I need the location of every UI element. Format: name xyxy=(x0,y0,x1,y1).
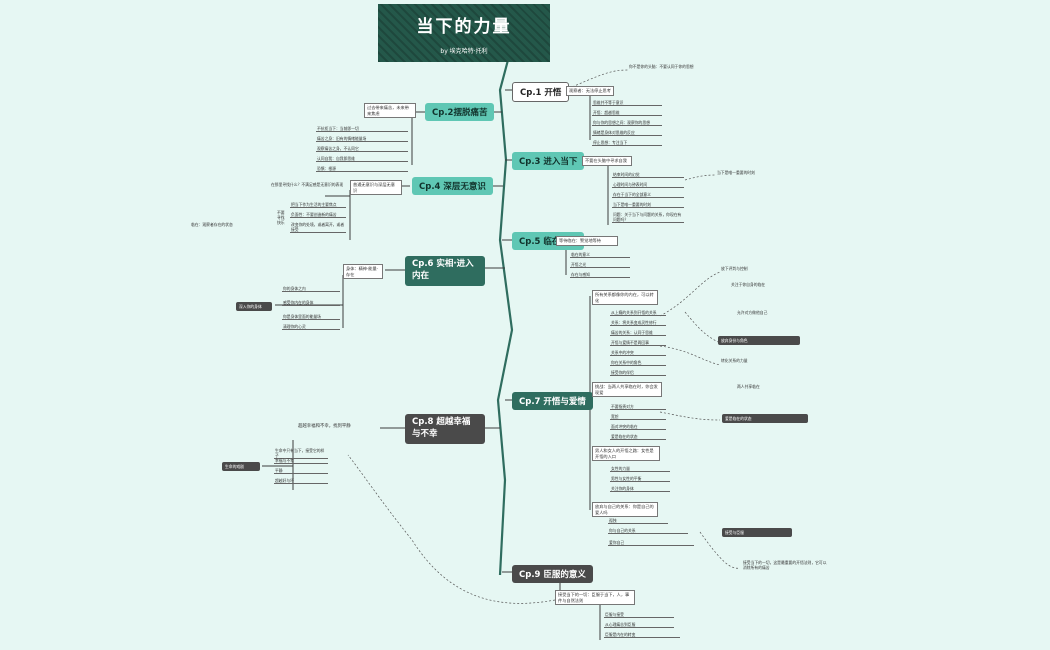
chapter-cp8[interactable]: Cp.8 超越幸福与不幸 xyxy=(405,414,485,444)
cp7-item: 男性与女性的平衡 xyxy=(610,476,670,483)
cp7-item: 不要指责对方 xyxy=(610,404,666,411)
cp7-note: 两人共享临在 xyxy=(737,384,760,389)
cp7-self-node[interactable]: 放弃与自己的关系：你是自己的爱人吗 xyxy=(592,502,658,518)
cp9-main-node[interactable]: 接受当下的一切：臣服于当下，人，事件与自然法则 xyxy=(555,590,635,606)
cp1-item: 思维并不等于意识 xyxy=(592,100,662,107)
cp7-item: 你与自己的关系 xyxy=(608,528,688,535)
cp1-note: 你不是你的头脑：不要认同于你的思想 xyxy=(629,64,694,69)
map-title-banner: 当下的力量 by 埃克哈特·托利 xyxy=(378,4,550,62)
cp1-item: 停止思想：专注当下 xyxy=(592,140,662,147)
cp4-note-dot: 不要寻找快乐 xyxy=(277,210,285,226)
cp7-item: 宽恕 xyxy=(610,414,666,421)
cp2-item: 痛苦之身：旧有的情绪能量场 xyxy=(316,136,408,143)
cp1-item: 开悟：超越思维 xyxy=(592,110,662,117)
cp2-item: 恐惧：根源 xyxy=(316,166,408,173)
cp7-gender-node[interactable]: 男人和女人的开悟之路：女性是开悟的入口 xyxy=(592,446,660,462)
cp5-main-node[interactable]: 等待临在：警觉地等待 xyxy=(556,236,618,246)
cp7-item: 面对冲突的临在 xyxy=(610,424,666,431)
cp7-highlight: 爱是临在的状态 xyxy=(722,414,808,424)
cp4-item: 负面性：不要创造新的痛苦 xyxy=(290,212,346,219)
cp7-item: 孤独 xyxy=(608,518,668,525)
chapter-cp3[interactable]: Cp.3 进入当下 xyxy=(512,152,585,170)
cp9-item: 从心理痛苦到臣服 xyxy=(604,622,674,629)
chapter-cp1[interactable]: Cp.1 开悟 xyxy=(512,82,570,102)
cp4-item: 改变你的处境，或者离开，或者接受 xyxy=(290,222,346,234)
cp8-side-node[interactable]: 生命的戏剧 xyxy=(222,462,260,472)
cp1-item: 你与你的思想之间：观察你的思想 xyxy=(592,120,662,127)
cp4-note: 在那里寻找什么？不满足感是无意识的表现 xyxy=(271,182,344,187)
cp2-item: 观察痛苦之身，不认同它 xyxy=(316,146,408,153)
cp7-highlight: 接受与臣服 xyxy=(722,528,792,538)
cp7-item: 开悟与爱情不是两回事 xyxy=(610,340,666,347)
chapter-cp9[interactable]: Cp.9 臣服的意义 xyxy=(512,565,593,583)
cp7-item: 关系中的冲突 xyxy=(610,350,666,357)
cp7-item: 痛苦的关系：认同于思维 xyxy=(610,330,666,337)
cp7-main-node[interactable]: 所有关系都像你的内在，可以转化 xyxy=(592,290,658,306)
cp7-item: 关注你的身体 xyxy=(610,486,670,493)
map-title: 当下的力量 xyxy=(416,17,512,37)
chapter-cp7[interactable]: Cp.7 开悟与爱情 xyxy=(512,392,593,410)
cp7-note: 关注于你自身的临在 xyxy=(731,282,766,287)
cp9-item: 臣服与接受 xyxy=(604,612,674,619)
cp7-note: 允许对方做他自己 xyxy=(737,310,768,315)
cp3-main-node[interactable]: 不要在头脑中寻求自我 xyxy=(582,156,632,166)
cp7-item: 爱是临在的状态 xyxy=(610,434,666,441)
cp7-item: 关系：将关系变成灵性修行 xyxy=(610,320,666,327)
cp5-item: 临在的意义 xyxy=(570,252,630,259)
cp1-main-node[interactable]: 观察者：无法停止思考 xyxy=(566,86,614,96)
cp3-item: 问题：关于当下与问题的关系，你现在有问题吗？ xyxy=(612,212,684,224)
cp4-item: 把当下作为生活的主要焦点 xyxy=(290,202,346,209)
chapter-cp2[interactable]: Cp.2摆脱痛苦 xyxy=(425,103,495,121)
cp4-note: 临在：观察者存在的状态 xyxy=(191,222,233,227)
cp9-item: 臣服是内在的转变 xyxy=(604,632,680,639)
cp2-item: 认同自我：自我即思维 xyxy=(316,156,408,163)
cp1-item: 情绪是身体对思维的反应 xyxy=(592,130,662,137)
cp7-highlight: 放弃身份与角色 xyxy=(718,336,800,346)
trunk-line xyxy=(496,59,514,576)
cp4-main-node[interactable]: 普通无意识与深层无意识 xyxy=(350,180,402,196)
cp6-side-node[interactable]: 深入你的身体 xyxy=(236,302,272,312)
cp2-main-node[interactable]: 过去带来痛苦，未来带来焦虑 xyxy=(364,103,416,119)
cp7-note: 转化关系的力量 xyxy=(721,358,748,363)
cp5-item: 存在与感知 xyxy=(570,272,630,279)
cp6-item: 清理你的心灵 xyxy=(282,324,340,331)
chapter-cp6[interactable]: Cp.6 实相·进入内在 xyxy=(405,256,485,286)
cp7-item: 女性的力量 xyxy=(610,466,670,473)
cp6-main-node[interactable]: 身体：精神·能量·存在 xyxy=(343,264,383,280)
cp7-item: 你在关系中的角色 xyxy=(610,360,666,367)
cp3-note: 当下是唯一重要的时刻 xyxy=(717,170,755,175)
cp3-item: 心理时间与钟表时间 xyxy=(612,182,684,189)
cp8-item: 生命中只有当下，接受它的样子 xyxy=(274,448,328,460)
cp7-item: 爱你自己 xyxy=(608,540,694,547)
cp6-item: 你的身体之内 xyxy=(282,286,340,293)
cp6-item: 你是身体里面的能量场 xyxy=(282,314,340,321)
cp8-main-node[interactable]: 超越幸福和不幸，找到平静 xyxy=(298,424,351,429)
cp3-item: 存在于当下的全部意义 xyxy=(612,192,684,199)
cp2-item: 不抗拒当下：当前即一切 xyxy=(316,126,408,133)
cp8-item: 超越好与坏 xyxy=(274,478,328,485)
cp7-note: 放下评判与控制 xyxy=(721,266,748,271)
cp5-item: 开悟之光 xyxy=(570,262,630,269)
map-subtitle: by 埃克哈特·托利 xyxy=(440,48,488,55)
cp6-item: 感受你内在的身体 xyxy=(282,300,340,307)
cp8-item: 幸福与不幸 xyxy=(274,458,328,465)
cp7-note: 接受当下的一切，这是最重要的开悟法则，它可以消除所有的痛苦 xyxy=(743,560,827,571)
cp7-item: 接受你的伴侣 xyxy=(610,370,666,377)
cp8-item: 平静 xyxy=(274,468,328,475)
cp3-item: 当下是唯一重要的时刻 xyxy=(612,202,684,209)
cp7-challenge-node[interactable]: 挑战：当两人共享临在时，你会发现爱 xyxy=(592,382,662,398)
cp3-item: 结束时间的幻觉 xyxy=(612,172,684,179)
chapter-cp4[interactable]: Cp.4 深层无意识 xyxy=(412,177,493,195)
cp7-item: 从上瘾的关系到开悟的关系 xyxy=(610,310,666,317)
